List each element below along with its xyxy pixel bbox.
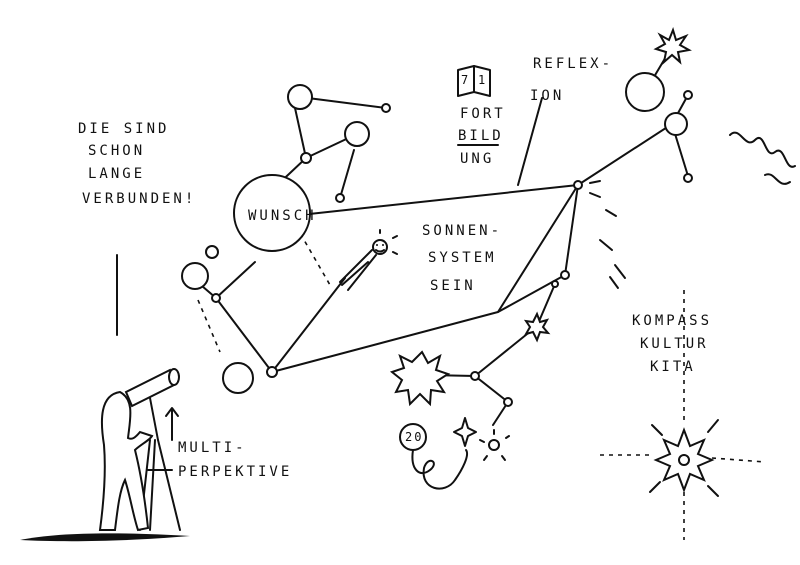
planet-20: 20 xyxy=(399,423,468,490)
star-node xyxy=(381,103,391,113)
star-node xyxy=(300,152,312,164)
wave-icon xyxy=(729,131,796,168)
star-node xyxy=(503,397,513,407)
constellation-nodes xyxy=(181,72,693,407)
kompass-line-1: KOMPASS xyxy=(632,313,712,329)
star-node xyxy=(211,293,221,303)
star-burst-icon xyxy=(389,350,451,407)
sonnen-line-2: SYSTEM xyxy=(428,250,497,266)
planet-node xyxy=(344,121,370,147)
fortbildung-line-3: UNG xyxy=(460,151,494,167)
dashed-line xyxy=(197,299,221,353)
star-node xyxy=(683,173,693,183)
kompass-line-3: KITA xyxy=(650,359,696,375)
svg-text:7: 7 xyxy=(461,73,470,87)
multi-line-1: MULTI- xyxy=(178,440,247,456)
planet-node xyxy=(222,362,254,394)
star-node xyxy=(470,371,480,381)
compass-star-icon xyxy=(649,419,719,497)
kompass-line-2: KULTUR xyxy=(640,336,709,352)
star-node xyxy=(683,90,693,100)
star-node xyxy=(573,180,583,190)
svg-text:1: 1 xyxy=(478,73,487,87)
star-node xyxy=(205,245,219,259)
star-node xyxy=(551,280,559,288)
telescope-icon xyxy=(20,254,190,542)
wunsch-label: WUNSCH xyxy=(248,208,317,224)
star-burst-icon xyxy=(653,26,692,65)
compass-dashed-line xyxy=(711,457,766,463)
radiating-marks xyxy=(589,180,626,289)
book-icon: 7 1 xyxy=(457,65,491,97)
planet-node xyxy=(181,262,209,290)
star-node xyxy=(560,270,570,280)
reflexion-line-2: ION xyxy=(530,88,564,104)
planet-node xyxy=(625,72,665,112)
die-sind-line-3: LANGE xyxy=(88,166,145,182)
star-burst-icon xyxy=(523,311,551,343)
fortbildung-line-1: FORT xyxy=(460,106,506,122)
planet-node xyxy=(287,84,313,110)
sun-icon xyxy=(479,429,510,461)
comet-icon xyxy=(339,229,398,291)
star-node xyxy=(335,193,345,203)
die-sind-line-4: VERBUNDEN! xyxy=(82,191,196,207)
die-sind-line-1: DIE SIND xyxy=(78,121,169,137)
planet-number: 20 xyxy=(405,430,423,444)
fortbildung-line-2: BILD xyxy=(458,128,504,144)
wave-icon xyxy=(764,173,791,185)
star-node xyxy=(266,366,278,378)
multi-line-2: PERPEKTIVE xyxy=(178,464,292,480)
sparkle-icon xyxy=(453,417,477,447)
reflexion-line-1: REFLEX- xyxy=(533,56,613,72)
wunsch-circle xyxy=(233,174,311,252)
die-sind-line-2: SCHON xyxy=(88,143,145,159)
sonnen-line-3: SEIN xyxy=(430,278,476,294)
planet-node xyxy=(664,112,688,136)
sonnen-line-1: SONNEN- xyxy=(422,223,502,239)
